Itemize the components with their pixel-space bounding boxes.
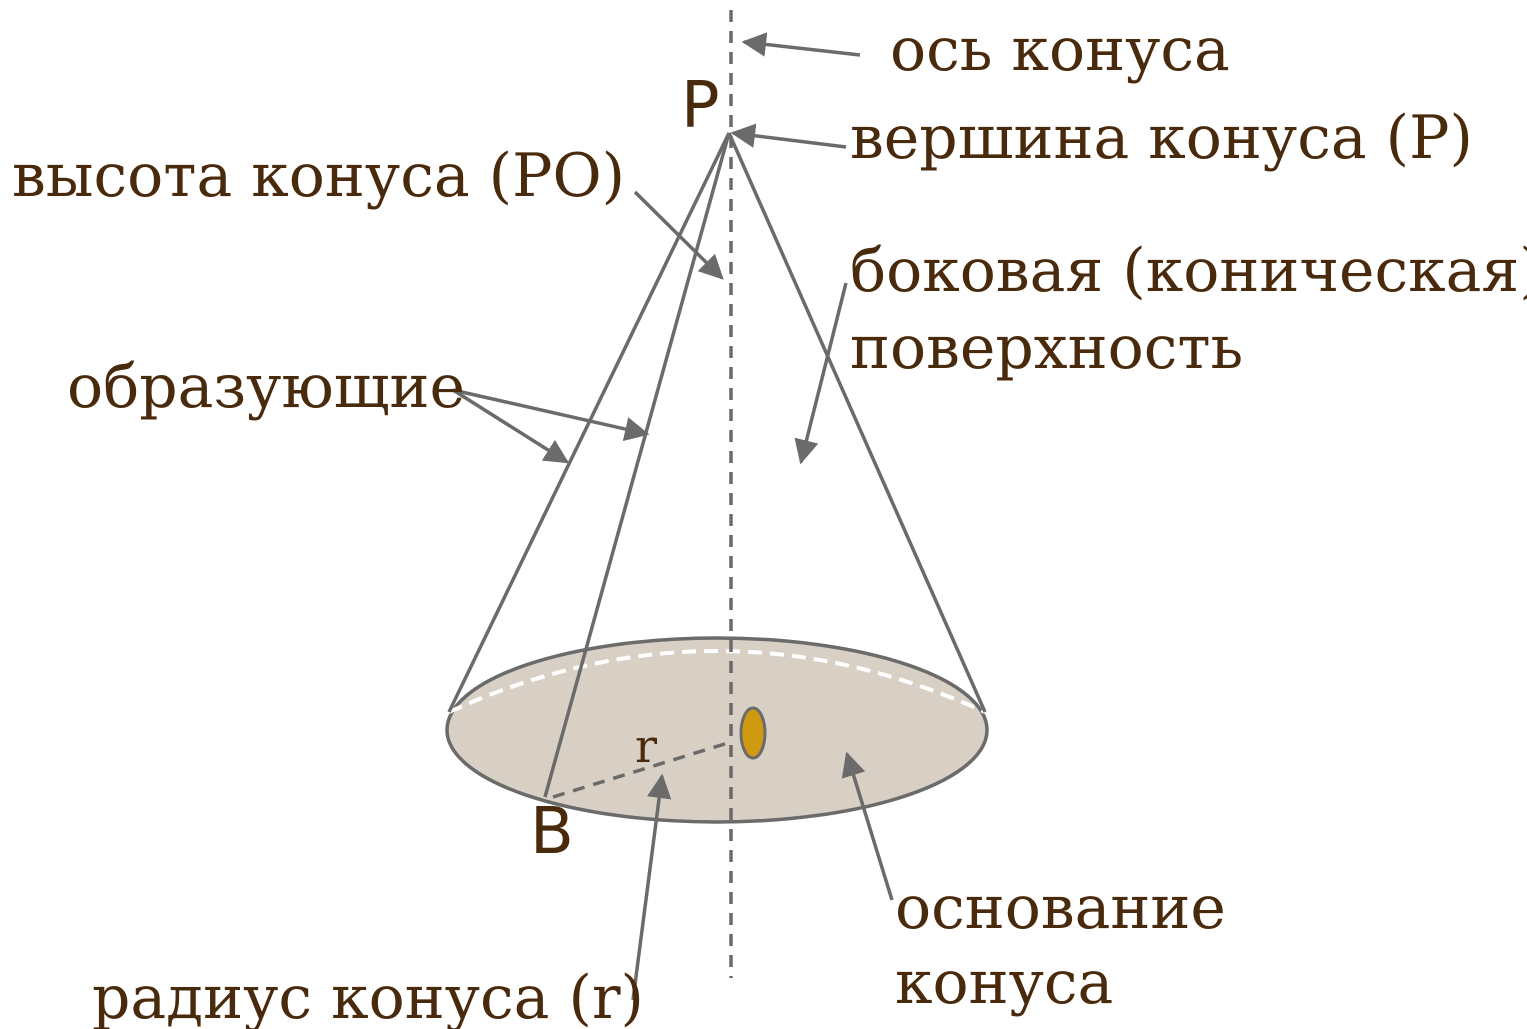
- base-center-dot: [739, 706, 767, 760]
- radius-leader-arrow: [631, 773, 672, 1001]
- apex-leader-arrow: [730, 123, 847, 149]
- generatrix-pb: [543, 132, 731, 798]
- base-point-letter: B: [530, 795, 574, 869]
- generatrices-label: образующие: [67, 352, 465, 422]
- apex-point-letter: P: [681, 69, 720, 143]
- generatrix-leader-arrow-1: [452, 388, 570, 464]
- base-label-line1: основание: [895, 873, 1226, 943]
- radius-line: [552, 740, 732, 799]
- right-generatrix: [727, 132, 987, 713]
- axis-leader-arrow: [741, 32, 861, 57]
- apex-label: вершина конуса (P): [850, 103, 1473, 173]
- radius-label: радиус конуса (r): [92, 963, 644, 1029]
- height-leader-arrow: [633, 190, 724, 280]
- lateral-surface-label-line2: поверхность: [850, 313, 1243, 383]
- base-label-line2: конуса: [895, 948, 1113, 1018]
- lateral-surface-label-line1: боковая (коническая): [850, 236, 1527, 306]
- height-label: высота конуса (PO): [12, 141, 625, 211]
- base-hidden-rim: [448, 649, 986, 714]
- cone-base: [445, 636, 989, 824]
- axis-label: ось конуса: [890, 15, 1230, 85]
- radius-symbol: r: [635, 719, 657, 773]
- lateral-leader-arrow: [794, 282, 848, 465]
- base-leader-arrow: [841, 751, 894, 901]
- generatrix-leader-arrow-2: [452, 388, 650, 442]
